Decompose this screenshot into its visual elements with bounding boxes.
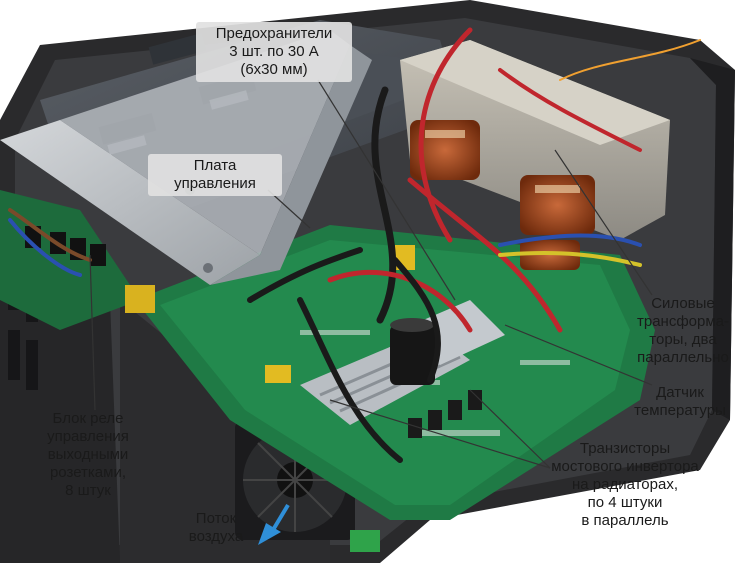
inverter-heatsinks xyxy=(300,300,505,438)
airflow-arrow-icon xyxy=(258,503,290,545)
label-inverter-transistors: Транзисторы мостового инвертора на радиа… xyxy=(551,440,699,529)
label-relay-block: Блок реле управления выходными розетками… xyxy=(47,410,129,499)
green-terminal xyxy=(350,530,380,552)
leader-lines xyxy=(89,79,653,469)
label-power-transformers: Силовые трансформа- торы, два параллельн… xyxy=(636,295,729,366)
label-control-board: Плата управления xyxy=(148,154,282,196)
wiring xyxy=(8,27,701,463)
relay-board xyxy=(0,190,155,330)
label-temperature-sensor: Датчик температуры xyxy=(634,384,726,419)
label-fuses: Предохранители 3 шт. по 30 А (6х30 мм) xyxy=(196,22,352,82)
label-airflow: Поток воздуха xyxy=(188,510,244,545)
